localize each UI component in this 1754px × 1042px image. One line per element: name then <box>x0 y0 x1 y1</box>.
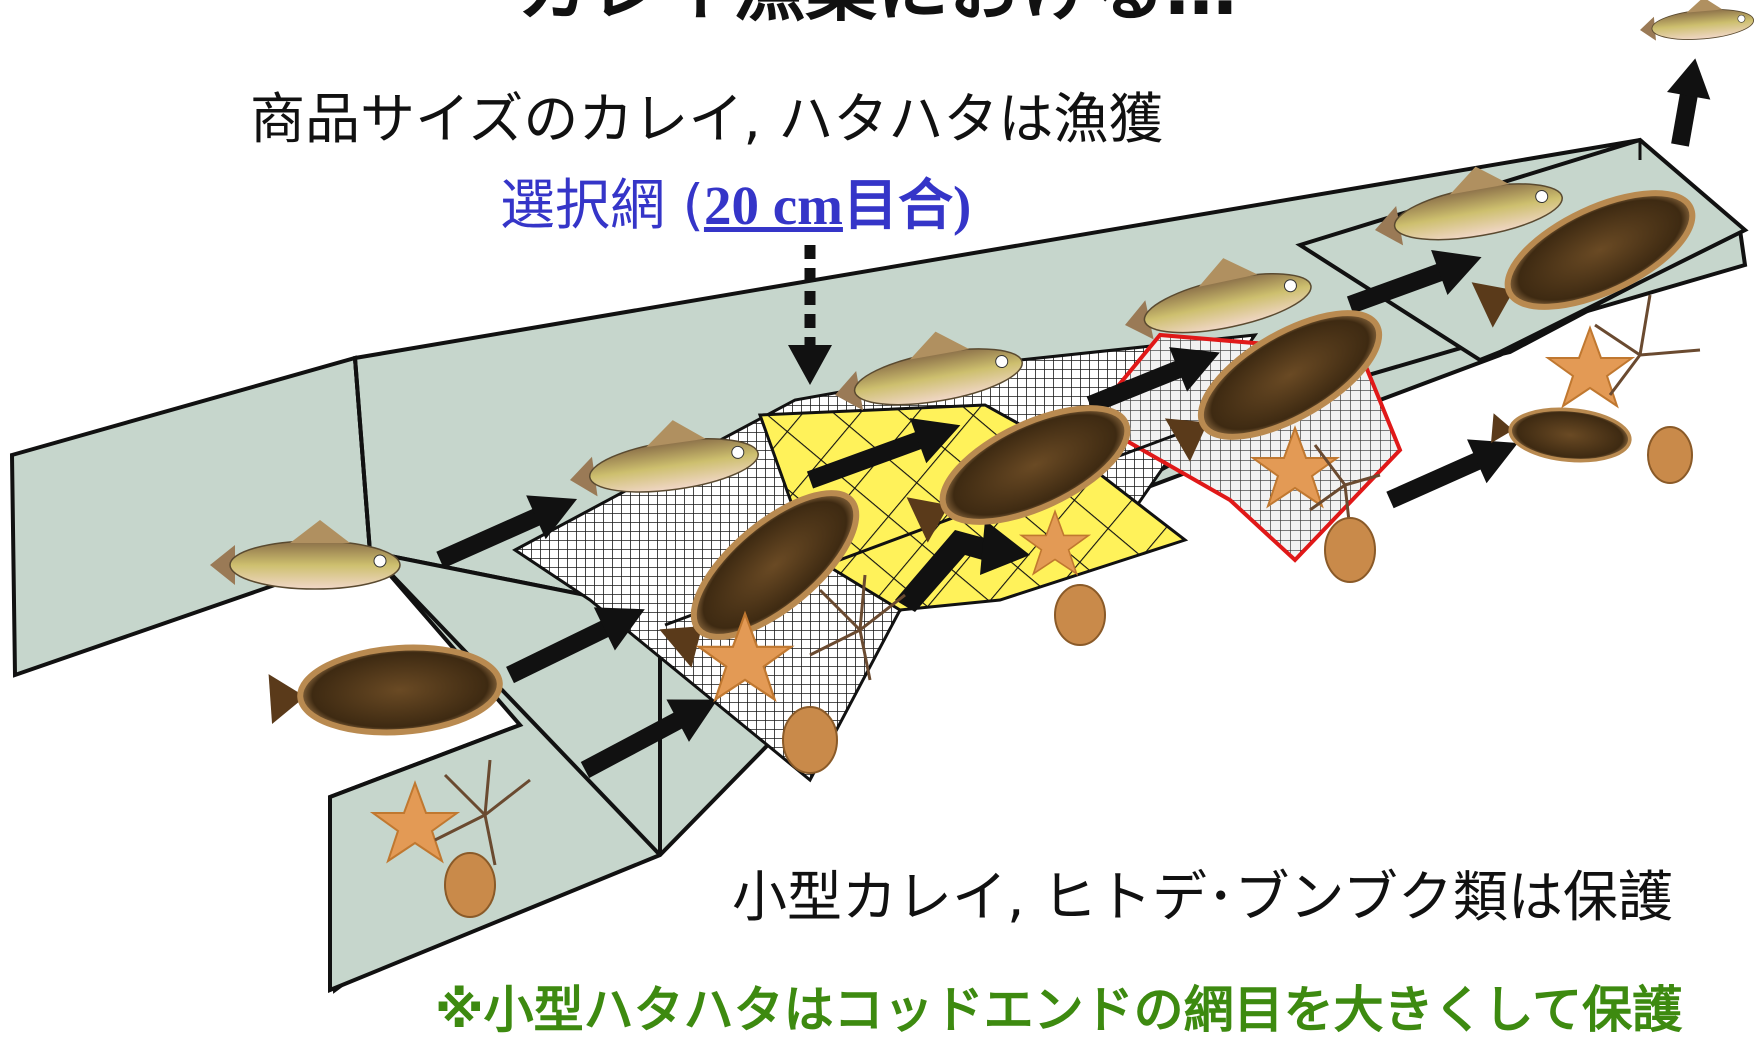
hatahata-fish-group <box>210 0 1754 590</box>
selective-net-suffix: ) <box>952 175 972 236</box>
caption-protect: 小型カレイ, ヒトデ･ブンブク類は保護 <box>732 865 1673 929</box>
selective-net-label: 選択網 (20 cm目合) <box>500 160 971 240</box>
selective-net-prefix: 選択網 ( <box>500 173 704 237</box>
caption-catch: 商品サイズのカレイ, ハタハタは漁獲 <box>250 87 1164 151</box>
mesh-size: 20 cm <box>703 175 843 236</box>
starfish-group <box>369 325 1636 864</box>
brittle-star-group <box>434 294 1701 866</box>
heart-urchin-group <box>444 426 1693 918</box>
diagram-title: カレイ漁業における… <box>0 0 1754 35</box>
selective-net-pointer-arrow <box>788 245 832 385</box>
flow-arrows <box>436 58 1711 778</box>
footnote: ※小型ハタハタはコッドエンドの網目を大きくして保護 <box>435 981 1683 1039</box>
flatfish-group <box>268 190 1696 736</box>
mesh-word: 目合 <box>842 173 953 237</box>
